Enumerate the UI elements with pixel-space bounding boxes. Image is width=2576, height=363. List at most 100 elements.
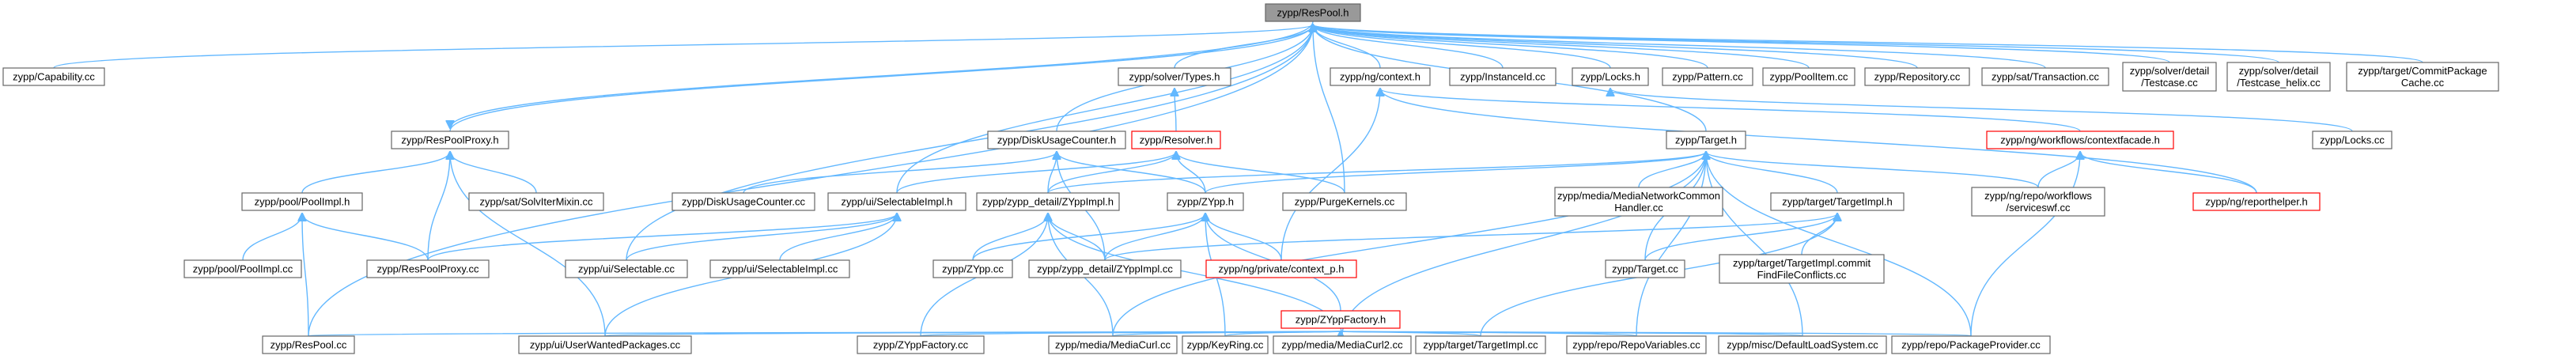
node-targetimpl-cc[interactable]: zypp/target/TargetImpl.cc [1415,335,1546,354]
node-label: zypp/solver/detail [2130,65,2210,77]
node-box [1415,335,1546,354]
node-box [1891,335,2051,354]
node-selectable-cc[interactable]: zypp/ui/Selectable.cc [565,259,688,278]
node-findfileconflicts-cc[interactable]: zypp/target/TargetImpl.commitFindFileCon… [1719,254,1885,284]
node-diskusagecounter-h[interactable]: zypp/DiskUsageCounter.h [987,130,1126,149]
node-resolver-h[interactable]: zypp/Resolver.h [1131,130,1221,149]
node-box [987,130,1126,149]
node-repository-cc[interactable]: zypp/Repository.cc [1864,67,1970,86]
node-label: zypp/ZYpp.h [1177,196,1234,208]
node-respoolproxy-cc[interactable]: zypp/ResPoolProxy.cc [366,259,490,278]
node-zyppimpl-cc[interactable]: zypp/zypp_detail/ZYppImpl.cc [1028,259,1182,278]
node-label: zypp/ng/private/context_p.h [1219,263,1345,275]
edge-locks_h-to-respool_h [1313,25,1611,69]
node-locks-h[interactable]: zypp/Locks.h [1572,67,1649,86]
node-label: /Testcase.cc [2141,77,2198,89]
node-box [1449,67,1557,86]
edge-keyring_cc-to-zyppfactory_h [1224,331,1341,336]
node-label: zypp/misc/DefaultLoadSystem.cc [1727,339,1878,351]
node-box [932,259,1013,278]
node-repovariables-cc[interactable]: zypp/repo/RepoVariables.cc [1566,335,1707,354]
node-purgekernels-cc[interactable]: zypp/PurgeKernels.cc [1282,192,1407,211]
node-label: zypp/media/MediaCurl.cc [1055,339,1171,351]
node-respool-cc[interactable]: zypp/ResPool.cc [262,335,355,354]
node-label: zypp/DiskUsageCounter.h [997,134,1116,146]
node-target-cc[interactable]: zypp/Target.cc [1605,259,1685,278]
node-solver-types-h[interactable]: zypp/solver/Types.h [1118,67,1231,86]
edge-diskusagecounter_cc-to-diskusagecounter_h [743,152,1057,194]
node-instanceid-cc[interactable]: zypp/InstanceId.cc [1449,67,1557,86]
node-testcase-helix-cc[interactable]: zypp/solver/detail/Testcase_helix.cc [2226,62,2331,92]
node-box [1572,67,1649,86]
node-label: Handler.cc [1614,202,1663,214]
node-box [565,259,688,278]
node-poolitem-cc[interactable]: zypp/PoolItem.cc [1762,67,1855,86]
node-respoolproxy-h[interactable]: zypp/ResPoolProxy.h [391,130,509,149]
node-context-p-h[interactable]: zypp/ng/private/context_p.h [1205,259,1357,278]
node-box [976,192,1120,211]
node-packageprovider-cc[interactable]: zypp/repo/PackageProvider.cc [1891,335,2051,354]
node-pattern-cc[interactable]: zypp/Pattern.cc [1662,67,1753,86]
node-label: zypp/pool/PoolImpl.h [255,196,350,208]
node-capability-cc[interactable]: zypp/Capability.cc [2,67,105,86]
edge-selectable_cc-to-respool_h [626,25,1313,261]
node-box [1205,259,1357,278]
node-box [1265,3,1361,22]
edge-pattern_cc-to-respool_h [1313,25,1708,69]
node-selectableimpl-cc[interactable]: zypp/ui/SelectableImpl.cc [709,259,850,278]
node-box [1864,67,1970,86]
node-keyring-cc[interactable]: zypp/KeyRing.cc [1182,335,1269,354]
node-poolimpl-cc[interactable]: zypp/pool/PoolImpl.cc [183,259,302,278]
edge-respool_h-to-respoolproxy_h [450,21,1314,128]
node-locks-cc[interactable]: zypp/Locks.cc [2312,130,2393,149]
edge-zypp_h-to-diskusagecounter_h [1057,152,1206,194]
node-box [709,259,850,278]
node-poolimpl-h[interactable]: zypp/pool/PoolImpl.h [241,192,363,211]
node-zyppfactory-h[interactable]: zypp/ZYppFactory.h [1280,310,1401,329]
node-serviceswf-cc[interactable]: zypp/ng/repo/workflows/serviceswf.cc [1971,187,2105,217]
node-sattransaction-cc[interactable]: zypp/sat/Transaction.cc [1981,67,2109,86]
node-label: zypp/ResPool.h [1277,7,1349,19]
node-label: zypp/KeyRing.cc [1187,339,1264,351]
node-defaultloadsystem-cc[interactable]: zypp/misc/DefaultLoadSystem.cc [1718,335,1887,354]
edge-locks_cc-to-locks_h [1610,89,2353,132]
node-zypp-cc[interactable]: zypp/ZYpp.cc [932,259,1013,278]
node-box [1666,130,1746,149]
node-userwantedpackages-cc[interactable]: zypp/ui/UserWantedPackages.cc [518,335,692,354]
node-box [1986,130,2174,149]
node-ng-context-h[interactable]: zypp/ng/context.h [1330,67,1431,86]
node-zyppfactory-cc[interactable]: zypp/ZYppFactory.cc [857,335,985,354]
node-box [827,192,966,211]
node-label: zypp/Target.h [1675,134,1737,146]
node-label: zypp/media/MediaCurl2.cc [1281,339,1403,351]
node-label: zypp/Resolver.h [1140,134,1213,146]
node-box [2346,62,2499,92]
node-mediacurl-cc[interactable]: zypp/media/MediaCurl.cc [1048,335,1178,354]
node-zyppimpl-h[interactable]: zypp/zypp_detail/ZYppImpl.h [976,192,1120,211]
node-testcase-cc[interactable]: zypp/solver/detail/Testcase.cc [2122,62,2217,92]
node-solvitemixin-cc[interactable]: zypp/sat/SolvIterMixin.cc [468,192,604,211]
node-label: zypp/ResPool.cc [270,339,347,351]
node-mediacurl2-cc[interactable]: zypp/media/MediaCurl2.cc [1273,335,1412,354]
node-target-h[interactable]: zypp/Target.h [1666,130,1746,149]
node-box [241,192,363,211]
node-diskusagecounter-cc[interactable]: zypp/DiskUsageCounter.cc [671,192,815,211]
node-respool-h[interactable]: zypp/ResPool.h [1265,3,1361,22]
node-label: zypp/ui/UserWantedPackages.cc [530,339,681,351]
node-label: zypp/target/TargetImpl.commit [1733,257,1871,269]
node-selectableimpl-h[interactable]: zypp/ui/SelectableImpl.h [827,192,966,211]
edge-poolimpl_cc-to-poolimpl_h [242,214,302,261]
node-box [1719,254,1885,284]
node-targetimpl-h[interactable]: zypp/target/TargetImpl.h [1770,192,1905,211]
node-box [671,192,815,211]
node-box [1981,67,2109,86]
node-box [1282,192,1407,211]
node-box [2192,192,2321,211]
node-reporthelper-h[interactable]: zypp/ng/reporthelper.h [2192,192,2321,211]
node-box [1280,310,1401,329]
node-contextfacade-h[interactable]: zypp/ng/workflows/contextfacade.h [1986,130,2174,149]
node-zypp-h[interactable]: zypp/ZYpp.h [1167,192,1244,211]
